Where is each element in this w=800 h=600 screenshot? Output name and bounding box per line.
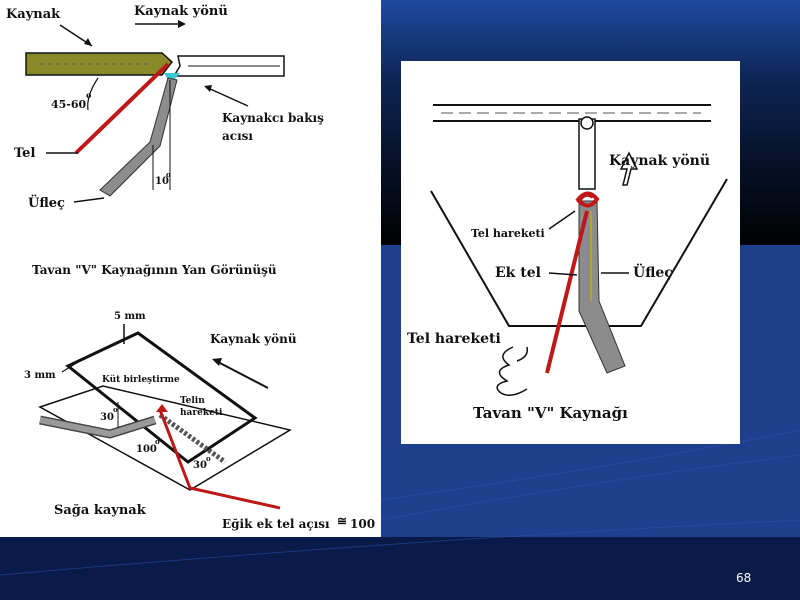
caption-top-diagram: Tavan "V" Kaynağının Yan Görünüşü [32, 263, 277, 277]
torch-body [99, 77, 178, 197]
left-diagram-svg: Kaynak Kaynak yönü 45-60 o 10 o Kaynakcı… [6, 4, 375, 531]
motion-swirl-icon [496, 346, 528, 396]
label-egik: Eğik ek tel açısı [222, 517, 330, 531]
angle-arc [87, 77, 99, 111]
label-ufflec-top: Üfleç [28, 194, 65, 211]
label-kaynak-yonu-bottom: Kaynak yönü [210, 332, 297, 346]
label-ek-tel: Ek tel [495, 265, 541, 281]
plate-outline-top [65, 331, 258, 464]
label-30-left-sup: o [113, 405, 118, 414]
filler-wire-bottom [158, 409, 281, 510]
label-tel-hareketi-2: Tel hareketi [407, 331, 501, 347]
arrow-bakis [207, 87, 249, 107]
filler-wire-red [74, 62, 170, 155]
arrowhead [212, 358, 222, 366]
arrow-kaynak-yonu-bottom [217, 361, 269, 389]
right-diagram-svg: Kaynak yönü Tel hareketi Ek tel Üfleç Te… [407, 104, 728, 422]
pointer-ufflec [73, 197, 105, 203]
label-kaynak: Kaynak [6, 7, 61, 22]
label-10deg: 10 [155, 176, 169, 187]
label-egik-value: 100 [350, 517, 375, 531]
label-angle-45-60: 45-60 [51, 98, 87, 111]
label-tel: Tel [14, 146, 35, 161]
plate-outline-bottom [38, 385, 292, 491]
v-groove-outline [430, 178, 728, 327]
weld-bead-top [580, 116, 594, 130]
pointer-ek-tel [548, 272, 578, 276]
label-angle-sup: o [86, 90, 92, 100]
right-diagram-panel: Kaynak yönü Tel hareketi Ek tel Üfleç Te… [401, 61, 740, 444]
label-30-right-sup: o [206, 454, 211, 463]
motion-swirl-arrow [516, 346, 529, 362]
arrowhead [84, 38, 92, 46]
label-egik-symbol: ≅ [337, 514, 347, 528]
label-kut: Küt birleştirme [102, 374, 180, 385]
pointer-tel-hareketi [548, 210, 576, 230]
label-3mm: 3 mm [24, 370, 56, 381]
label-telin: Telin [180, 396, 205, 406]
torch-body-right [578, 200, 626, 374]
filler-wire-right [545, 210, 589, 374]
label-ufflec-right: Üfleç [633, 262, 673, 281]
label-hareketi: hareketi [180, 408, 223, 418]
label-5mm: 5 mm [114, 311, 146, 322]
wire-motion-swirl [575, 191, 600, 208]
arrowhead [178, 20, 186, 28]
label-kaynak-yonu-right: Kaynak yönü [609, 153, 710, 169]
direction-arrow-up [619, 151, 639, 186]
arrowhead [204, 85, 212, 92]
seam [158, 412, 227, 465]
slide-number: 68 [736, 571, 752, 585]
caption-right-diagram: Tavan "V" Kaynağı [473, 404, 628, 422]
label-bakis-2: acısı [222, 129, 253, 143]
label-10deg-sup: o [166, 170, 171, 179]
label-30-left: 30 [100, 412, 114, 423]
label-30-right: 30 [193, 460, 207, 471]
label-100: 100 [136, 444, 157, 455]
torch-body-fill [39, 417, 156, 438]
left-diagram-panel: Kaynak Kaynak yönü 45-60 o 10 o Kaynakcı… [0, 0, 381, 537]
label-saga-kaynak: Sağa kaynak [54, 503, 147, 518]
label-100-sup: o [155, 437, 160, 446]
label-tel-hareketi-1: Tel hareketi [471, 227, 545, 240]
label-bakis-1: Kaynakcı bakış [222, 111, 324, 125]
label-kaynak-yonu-top: Kaynak yönü [134, 4, 228, 19]
weld-tip [156, 404, 168, 412]
